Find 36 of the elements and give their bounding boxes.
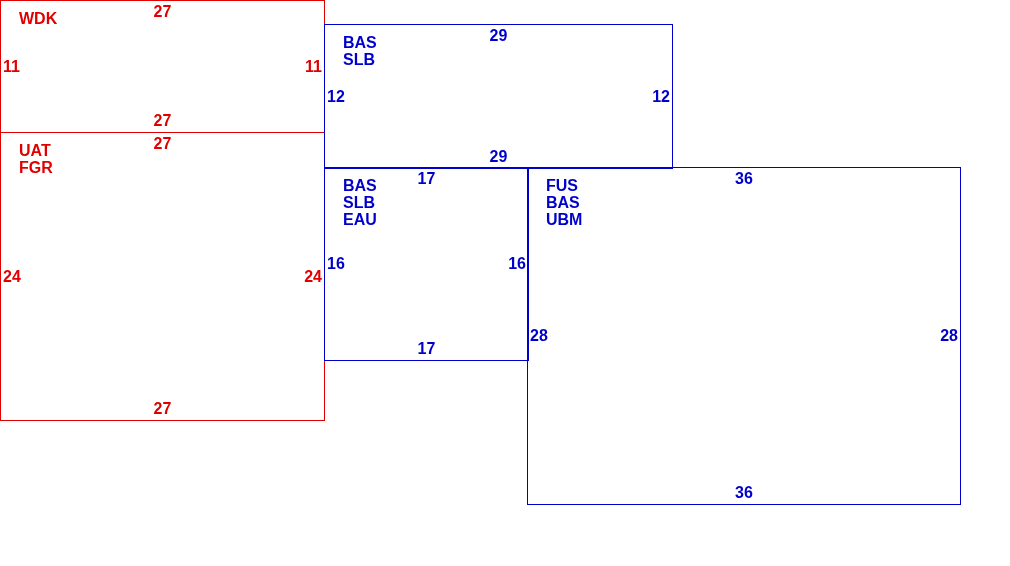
dimension-label: 16	[508, 255, 526, 273]
room-code: UAT	[19, 142, 52, 159]
dimension-label: 27	[153, 3, 172, 21]
room-outline	[0, 132, 325, 421]
dimension-label: 28	[530, 327, 548, 345]
dimension-label: 17	[417, 170, 436, 188]
room-code: FUS	[546, 177, 579, 194]
dimension-label: 36	[735, 170, 753, 188]
dimension-label: 29	[489, 27, 508, 45]
dimension-label: 27	[153, 112, 172, 130]
room-code: SLB	[343, 51, 376, 68]
room-outline	[527, 167, 961, 505]
dimension-label: 27	[153, 135, 172, 153]
room-code: EAU	[343, 211, 377, 228]
dimension-label: 27	[153, 400, 172, 418]
dimension-label: 11	[305, 57, 322, 76]
room-code: FGR	[19, 159, 53, 176]
dimension-label: 16	[327, 255, 345, 273]
room-code: UBM	[546, 211, 583, 228]
dimension-label: 24	[3, 267, 21, 286]
dimension-label: 17	[417, 340, 436, 358]
room-outline	[0, 0, 325, 133]
dimension-label: 24	[304, 267, 322, 286]
room-outline	[324, 24, 673, 169]
dimension-label: 36	[735, 484, 753, 502]
room-outline	[324, 167, 529, 361]
dimension-label: 12	[327, 87, 345, 106]
dimension-label: 28	[940, 327, 958, 345]
room-code: BAS	[343, 34, 377, 51]
room-code: BAS	[343, 177, 377, 194]
dimension-label: 12	[652, 87, 670, 106]
dimension-label: 29	[489, 148, 508, 166]
room-code: BAS	[546, 194, 581, 211]
room-code: SLB	[343, 194, 376, 211]
dimension-label: 11	[3, 57, 20, 76]
room-code: WDK	[19, 10, 58, 27]
